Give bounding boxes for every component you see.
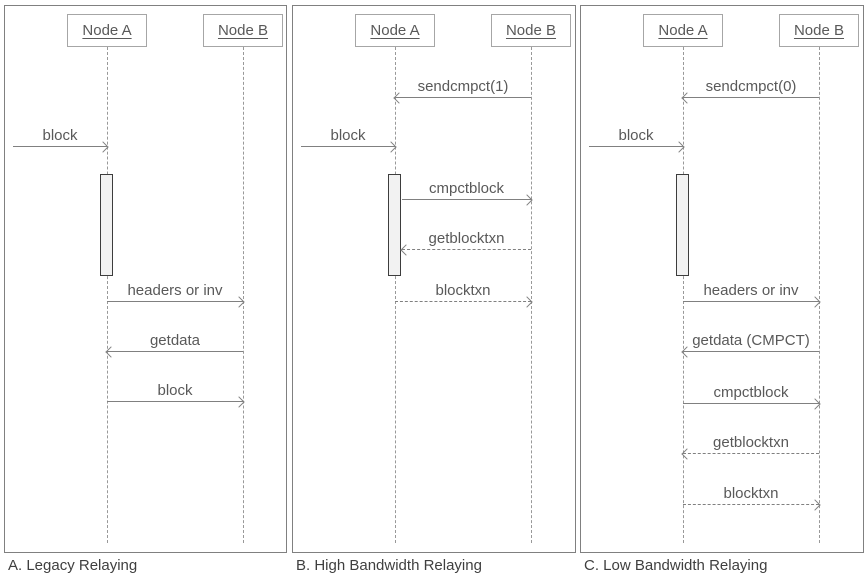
panel-low-bandwidth-relaying: Node A Node B sendcmpct(0) block headers… — [580, 5, 864, 553]
lifeline-node-b — [819, 47, 820, 543]
arrow-line — [107, 401, 243, 402]
lifeline-node-a — [107, 47, 108, 543]
arrow-line — [589, 146, 683, 147]
message-label: cmpctblock — [713, 384, 789, 401]
lifeline-node-a — [395, 47, 396, 543]
arrow-line — [402, 199, 531, 200]
message-cmpctblock: cmpctblock — [402, 175, 533, 206]
message-headers-or-inv: headers or inv — [107, 277, 245, 308]
message-label: block — [330, 127, 366, 144]
message-label: sendcmpct(0) — [705, 78, 797, 95]
message-getblocktxn: getblocktxn — [681, 429, 819, 460]
arrow-line — [683, 403, 819, 404]
message-block-incoming: block — [301, 122, 397, 153]
message-block-incoming: block — [589, 122, 685, 153]
message-getblocktxn: getblocktxn — [400, 225, 531, 256]
activation-bar-node-a — [100, 174, 113, 276]
message-label: getblocktxn — [428, 230, 505, 247]
message-label: getdata — [149, 332, 201, 349]
message-label: getdata (CMPCT) — [692, 332, 810, 349]
panel-high-bandwidth-relaying: Node A Node B sendcmpct(1) block cmpctbl… — [292, 5, 576, 553]
message-label: cmpctblock — [428, 180, 505, 197]
panel-legacy-relaying: Node A Node B block headers or inv getda… — [4, 5, 287, 553]
arrow-line — [402, 249, 531, 250]
message-sendcmpct-0: sendcmpct(0) — [681, 73, 819, 104]
message-label: block — [42, 127, 78, 144]
lifeline-node-b — [531, 47, 532, 543]
arrow-line — [683, 453, 819, 454]
panel-caption-legacy: A. Legacy Relaying — [8, 557, 138, 574]
message-label: blocktxn — [723, 485, 779, 502]
message-getdata-cmpct: getdata (CMPCT) — [681, 327, 819, 358]
actor-node-a-box: Node A — [355, 14, 435, 47]
message-label: sendcmpct(1) — [417, 78, 509, 95]
message-label: headers or inv — [703, 282, 799, 299]
actor-node-b-box: Node B — [491, 14, 571, 47]
arrow-line — [683, 504, 819, 505]
arrow-line — [301, 146, 395, 147]
message-blocktxn: blocktxn — [683, 480, 821, 511]
actor-node-b-label: Node B — [793, 22, 845, 39]
arrow-line — [683, 351, 819, 352]
actor-node-a-box: Node A — [67, 14, 147, 47]
arrow-line — [107, 351, 243, 352]
actor-node-a-label: Node A — [82, 22, 132, 39]
actor-node-a-label: Node A — [658, 22, 708, 39]
arrow-line — [395, 97, 531, 98]
message-blocktxn: blocktxn — [395, 277, 533, 308]
message-block-relay: block — [107, 377, 245, 408]
message-cmpctblock: cmpctblock — [683, 379, 821, 410]
arrow-line — [107, 301, 243, 302]
arrow-line — [395, 301, 531, 302]
arrow-line — [683, 97, 819, 98]
actor-node-b-box: Node B — [203, 14, 283, 47]
activation-bar-node-a — [388, 174, 401, 276]
message-label: getblocktxn — [713, 434, 789, 451]
message-label: block — [618, 127, 654, 144]
message-label: blocktxn — [435, 282, 491, 299]
actor-node-b-label: Node B — [505, 22, 557, 39]
message-label: block — [157, 382, 193, 399]
message-sendcmpct-1: sendcmpct(1) — [393, 73, 531, 104]
panel-caption-high-bandwidth: B. High Bandwidth Relaying — [296, 557, 482, 574]
message-label: headers or inv — [127, 282, 223, 299]
actor-node-b-label: Node B — [217, 22, 269, 39]
actor-node-a-box: Node A — [643, 14, 723, 47]
message-getdata: getdata — [105, 327, 243, 358]
lifeline-node-a — [683, 47, 684, 543]
arrow-line — [683, 301, 819, 302]
actor-node-a-label: Node A — [370, 22, 420, 39]
activation-bar-node-a — [676, 174, 689, 276]
actor-node-b-box: Node B — [779, 14, 859, 47]
arrow-line — [13, 146, 107, 147]
message-block-incoming: block — [13, 122, 109, 153]
panel-caption-low-bandwidth: C. Low Bandwidth Relaying — [584, 557, 768, 574]
lifeline-node-b — [243, 47, 244, 543]
message-headers-or-inv: headers or inv — [683, 277, 821, 308]
